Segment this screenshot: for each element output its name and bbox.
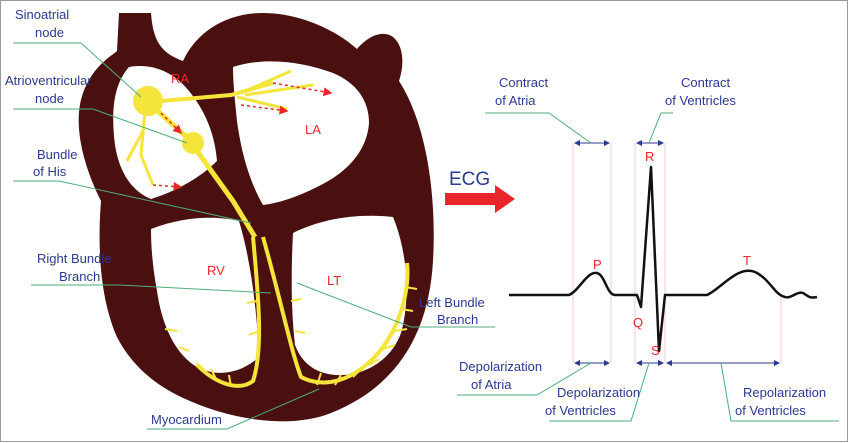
leader-sinoatrial xyxy=(13,42,142,98)
label-repol-vent-2: of Ventricles xyxy=(735,403,806,418)
label-av-2: node xyxy=(35,91,64,106)
ecg-interval-brackets xyxy=(574,140,780,366)
label-depol-atria-1: Depolarization xyxy=(459,359,542,374)
ecg-labels: Contract of Atria Contract of Ventricles… xyxy=(459,75,826,418)
leader-repol-vent xyxy=(720,362,839,422)
label-rbb-1: Right Bundle xyxy=(37,251,111,266)
impulse-arrow-la-2 xyxy=(240,104,289,115)
purkinje-fibers xyxy=(164,286,418,388)
leader-lbb xyxy=(296,282,495,328)
leader-depol-vent xyxy=(549,362,650,422)
ecg-trace-group: P R Q S T xyxy=(509,143,818,363)
leader-contract-atria xyxy=(485,112,592,144)
left-ventricle-cavity xyxy=(291,215,407,376)
atrial-branch-1 xyxy=(240,69,292,95)
label-depol-atria-2: of Atria xyxy=(471,377,512,392)
conduction-system xyxy=(125,69,418,388)
wave-label-q: Q xyxy=(633,315,643,330)
label-his-2: of His xyxy=(33,164,67,179)
ecg-waveform xyxy=(509,165,818,353)
ecg-arrow-icon xyxy=(445,185,515,213)
right-ventricle-cavity xyxy=(151,217,259,373)
chamber-label-la: LA xyxy=(305,122,321,137)
left-bundle-path xyxy=(261,236,410,385)
impulse-arrow-ra-1 xyxy=(152,181,183,191)
label-contract-vent-1: Contract xyxy=(681,75,731,90)
leader-contract-vent xyxy=(648,112,673,144)
label-contract-atria-1: Contract xyxy=(499,75,549,90)
heart-illustration: RA LA RV LT xyxy=(78,13,434,422)
ra-branch-2 xyxy=(125,130,145,162)
wave-label-p: P xyxy=(593,257,602,272)
label-lbb-1: Left Bundle xyxy=(419,295,485,310)
heart-leader-lines xyxy=(13,42,495,430)
left-atrium-cavity xyxy=(233,61,369,206)
label-sinoatrial-1: Sinoatrial xyxy=(15,7,69,22)
leader-myocardium xyxy=(147,388,320,430)
label-contract-atria-2: of Atria xyxy=(495,93,536,108)
label-his-1: Bundle xyxy=(37,147,77,162)
label-depol-vent-1: Depolarization xyxy=(557,385,640,400)
leader-av xyxy=(13,108,188,144)
impulse-arrow-la xyxy=(272,82,333,97)
ecg-title: ECG xyxy=(449,169,490,190)
bundle-of-his-path xyxy=(194,149,258,239)
chamber-label-ra: RA xyxy=(171,71,189,86)
ecg-leader-lines xyxy=(457,112,839,422)
leader-depol-atria xyxy=(457,362,592,396)
label-av-1: Atrioventricular xyxy=(5,73,92,88)
wave-label-s: S xyxy=(651,343,660,358)
label-sinoatrial-2: node xyxy=(35,25,64,40)
wave-label-t: T xyxy=(743,253,751,268)
atrial-pathway-left xyxy=(160,81,274,103)
leader-his xyxy=(13,180,252,224)
label-repol-vent-1: Repolarization xyxy=(743,385,826,400)
label-depol-vent-2: of Ventricles xyxy=(545,403,616,418)
label-myocardium: Myocardium xyxy=(151,412,222,427)
wave-label-r: R xyxy=(645,149,654,164)
leader-rbb xyxy=(31,284,272,294)
heart-labels: Sinoatrial node Atrioventricular node Bu… xyxy=(5,7,485,427)
ecg-guide-lines xyxy=(572,143,782,363)
chamber-label-lt: LT xyxy=(327,273,341,288)
label-contract-vent-2: of Ventricles xyxy=(665,93,736,108)
atrial-branch-3 xyxy=(236,95,288,111)
impulse-arrow-ra-2 xyxy=(160,112,183,135)
label-lbb-2: Branch xyxy=(437,312,478,327)
atrial-branch-2 xyxy=(244,83,314,97)
chamber-label-rv: RV xyxy=(207,263,225,278)
label-rbb-2: Branch xyxy=(59,269,100,284)
ra-branch-1 xyxy=(139,110,155,186)
ecg-indicator: ECG xyxy=(445,169,515,213)
